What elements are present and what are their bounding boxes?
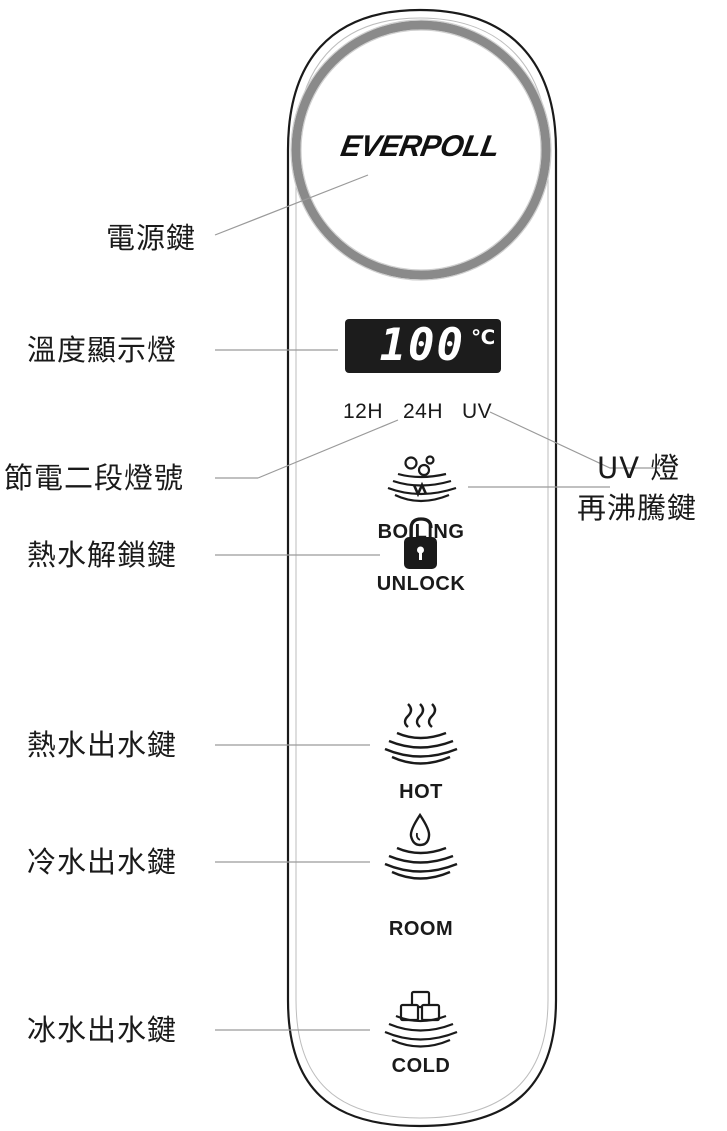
temperature-value: 100 [379,320,465,371]
power-button[interactable] [290,19,552,281]
cold-water-icon[interactable] [384,990,458,1048]
callout-hot-out: 熱水出水鍵 [27,728,178,762]
callout-reboil: 再沸騰鍵 [577,491,698,525]
mode-12h-indicator: 12H [343,400,384,423]
panel-outline [286,8,558,1128]
temperature-display: 100 ℃ [345,319,501,373]
callout-hot-unlock: 熱水解鎖鍵 [27,538,178,572]
boiling-icon[interactable] [387,455,457,503]
room-button-label[interactable]: ROOM [388,918,454,940]
callout-power: 電源鍵 [106,221,197,255]
cold-button-label[interactable]: COLD [391,1055,451,1077]
callout-cold-out: 冰水出水鍵 [27,1013,178,1047]
mode-uv-indicator: UV [462,400,493,423]
callout-room-out: 冷水出水鍵 [27,845,178,879]
leader-lines [214,174,660,1031]
hot-water-icon[interactable] [384,703,458,765]
boiling-button-label[interactable]: BOILING [377,521,465,543]
leader-energy-slant [257,419,399,479]
hot-button-label[interactable]: HOT [399,781,443,803]
callout-energy-saving: 節電二段燈號 [4,461,185,495]
leader-power [214,174,369,236]
callout-temp-display: 溫度顯示燈 [27,333,178,367]
brand-logo: EVERPOLL [338,130,502,163]
room-water-icon[interactable] [384,812,458,880]
unlock-button-label[interactable]: UNLOCK [376,573,466,595]
temperature-unit: ℃ [471,325,496,349]
callout-uv-light: UV 燈 [597,451,681,485]
mode-24h-indicator: 24H [403,400,444,423]
leader-uv [489,411,660,469]
unlock-icon[interactable] [404,517,437,569]
